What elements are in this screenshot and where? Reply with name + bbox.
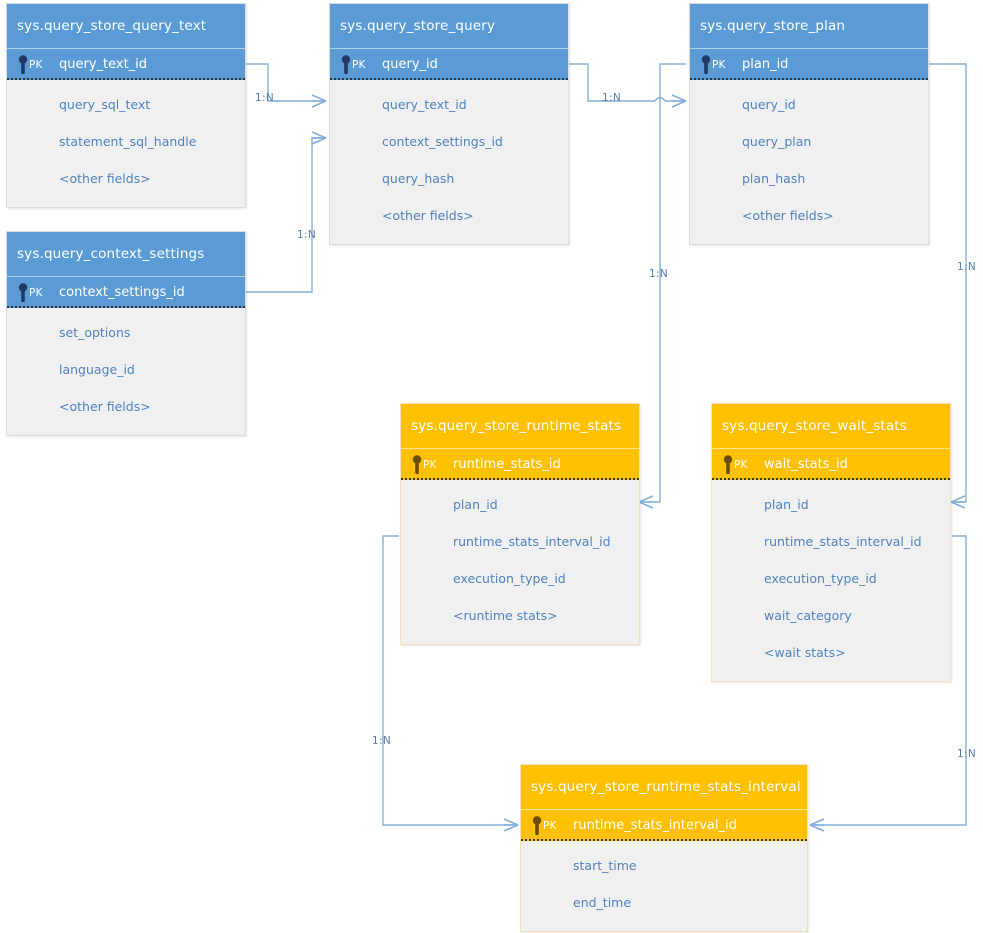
- pk-field-name: wait_stats_id: [764, 457, 848, 472]
- entity-primary-key-row: PK query_id: [330, 48, 568, 80]
- entity-query-store-query[interactable]: sys.query_store_query PK query_id query_…: [329, 3, 569, 245]
- entity-fields: query_sql_text statement_sql_handle <oth…: [7, 80, 245, 207]
- field-row: plan_id: [764, 497, 809, 512]
- relationship-label-context-settings-to-query: 1:N: [297, 229, 316, 241]
- field-row: query_hash: [382, 171, 455, 186]
- pk-field-name: runtime_stats_id: [453, 457, 561, 472]
- field-row: query_text_id: [382, 97, 467, 112]
- entity-title: sys.query_store_query_text: [7, 4, 245, 48]
- entity-query-store-runtime-stats-interval[interactable]: sys.query_store_runtime_stats_interval P…: [520, 764, 808, 932]
- field-row: query_plan: [742, 134, 812, 149]
- entity-primary-key-row: PK runtime_stats_interval_id: [521, 809, 807, 841]
- field-row: runtime_stats_interval_id: [453, 534, 611, 549]
- entity-primary-key-row: PK runtime_stats_id: [401, 448, 639, 480]
- entity-title: sys.query_store_runtime_stats_interval: [521, 765, 807, 809]
- field-row: context_settings_id: [382, 134, 503, 149]
- key-icon: [18, 55, 28, 74]
- entity-fields: set_options language_id <other fields>: [7, 308, 245, 435]
- pk-tag: PK: [423, 459, 437, 471]
- entity-query-store-query-text[interactable]: sys.query_store_query_text PK query_text…: [6, 3, 246, 208]
- field-row: statement_sql_handle: [59, 134, 197, 149]
- pk-field-name: query_text_id: [59, 57, 148, 72]
- pk-tag: PK: [543, 820, 557, 832]
- field-row: <other fields>: [59, 399, 151, 414]
- relationship-label-plan-to-wait-stats: 1:N: [957, 261, 976, 273]
- field-row: start_time: [573, 858, 637, 873]
- pk-tag: PK: [352, 59, 366, 71]
- entity-title: sys.query_store_runtime_stats: [401, 404, 639, 448]
- pk-tag: PK: [734, 459, 748, 471]
- field-row: query_sql_text: [59, 97, 151, 112]
- key-icon: [18, 283, 28, 302]
- key-icon: [341, 55, 351, 74]
- field-row: <runtime stats>: [453, 608, 558, 623]
- entity-primary-key-row: PK wait_stats_id: [712, 448, 950, 480]
- pk-field-name: plan_id: [742, 57, 789, 72]
- entity-primary-key-row: PK query_text_id: [7, 48, 245, 80]
- relationship-label-interval-to-runtime-stats: 1:N: [372, 735, 391, 747]
- entity-fields: query_id query_plan plan_hash <other fie…: [690, 80, 928, 244]
- connector-context-settings-to-query: [246, 131, 327, 293]
- entity-fields: plan_id runtime_stats_interval_id execut…: [401, 480, 639, 644]
- key-icon: [412, 455, 422, 474]
- entity-query-context-settings[interactable]: sys.query_context_settings PK context_se…: [6, 231, 246, 436]
- relationship-label-interval-to-wait-stats: 1:N: [957, 748, 976, 760]
- entity-title: sys.query_store_query: [330, 4, 568, 48]
- field-row: query_id: [742, 97, 796, 112]
- entity-primary-key-row: PK context_settings_id: [7, 276, 245, 308]
- field-row: set_options: [59, 325, 131, 340]
- entity-title: sys.query_store_plan: [690, 4, 928, 48]
- key-icon: [532, 816, 542, 835]
- field-row: <other fields>: [382, 208, 474, 223]
- relationship-label-query-text-to-query: 1:N: [255, 92, 274, 104]
- entity-title: sys.query_store_wait_stats: [712, 404, 950, 448]
- pk-field-name: runtime_stats_interval_id: [573, 818, 737, 833]
- connector-query-to-plan: [569, 63, 687, 108]
- field-row: plan_hash: [742, 171, 806, 186]
- field-row: <other fields>: [742, 208, 834, 223]
- entity-fields: start_time end_time: [521, 841, 807, 931]
- key-icon: [723, 455, 733, 474]
- field-row: execution_type_id: [764, 571, 877, 586]
- field-row: <wait stats>: [764, 645, 846, 660]
- entity-query-store-wait-stats[interactable]: sys.query_store_wait_stats PK wait_stats…: [711, 403, 951, 682]
- entity-query-store-runtime-stats[interactable]: sys.query_store_runtime_stats PK runtime…: [400, 403, 640, 645]
- field-row: runtime_stats_interval_id: [764, 534, 922, 549]
- field-row: plan_id: [453, 497, 498, 512]
- pk-tag: PK: [29, 287, 43, 299]
- entity-title: sys.query_context_settings: [7, 232, 245, 276]
- entity-primary-key-row: PK plan_id: [690, 48, 928, 80]
- key-icon: [701, 55, 711, 74]
- relationship-label-plan-to-runtime-stats: 1:N: [649, 268, 668, 280]
- entity-fields: plan_id runtime_stats_interval_id execut…: [712, 480, 950, 681]
- connector-plan-to-runtime-stats: [638, 63, 686, 509]
- field-row: execution_type_id: [453, 571, 566, 586]
- pk-field-name: context_settings_id: [59, 285, 185, 300]
- field-row: <other fields>: [59, 171, 151, 186]
- field-row: end_time: [573, 895, 632, 910]
- entity-fields: query_text_id context_settings_id query_…: [330, 80, 568, 244]
- pk-field-name: query_id: [382, 57, 438, 72]
- entity-query-store-plan[interactable]: sys.query_store_plan PK plan_id query_id…: [689, 3, 929, 245]
- relationship-label-query-to-plan: 1:N: [602, 92, 621, 104]
- pk-tag: PK: [29, 59, 43, 71]
- field-row: wait_category: [764, 608, 852, 623]
- field-row: language_id: [59, 362, 135, 377]
- pk-tag: PK: [712, 59, 726, 71]
